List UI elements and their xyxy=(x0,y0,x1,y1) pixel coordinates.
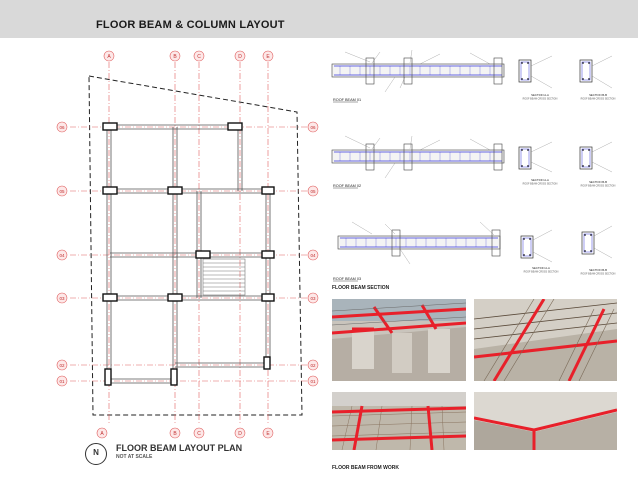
beam-lines xyxy=(106,124,271,384)
grid-number: 06 xyxy=(310,125,316,130)
photo-section-heading: FLOOR BEAM FROM WORK xyxy=(332,465,399,471)
site-photo-3 xyxy=(332,392,466,450)
grid-number: 06 xyxy=(59,125,65,130)
grid-number: 02 xyxy=(59,363,65,368)
grid-number: 05 xyxy=(310,189,316,194)
section-caption: ROOF BEAM CROSS SECTION xyxy=(581,185,616,188)
section-caption: ROOF BEAM CROSS SECTION xyxy=(581,273,616,276)
cross-sections-3: SECTION A-A ROOF BEAM CROSS SECTION SECT… xyxy=(520,225,616,276)
grid-number: 03 xyxy=(310,296,316,301)
section-title: SECTION B-B xyxy=(589,268,607,272)
grid-letter: C xyxy=(197,54,201,60)
grid-number: 01 xyxy=(59,379,65,384)
site-photo-2 xyxy=(474,299,617,381)
staircase xyxy=(202,258,246,296)
section-caption: ROOF BEAM CROSS SECTION xyxy=(524,271,559,274)
beam-elevation-1: ROOF BEAM 01 xyxy=(331,49,505,103)
north-arrow-icon: N xyxy=(85,443,107,465)
grid-letter: B xyxy=(173,54,177,60)
section-title: SECTION A-A xyxy=(531,93,549,97)
title-bar xyxy=(0,0,638,38)
beam-label: ROOF BEAM 01 xyxy=(333,98,361,102)
grid-number: 01 xyxy=(310,379,316,384)
section-title: SECTION A-A xyxy=(532,266,550,270)
grid-letter: D xyxy=(238,54,242,60)
page-title: FLOOR BEAM & COLUMN LAYOUT xyxy=(96,19,285,31)
section-caption: ROOF BEAM CROSS SECTION xyxy=(523,183,558,186)
beam-elevation-2: ROOF BEAM 02 xyxy=(331,135,505,189)
plan-subtitle: NOT AT SCALE xyxy=(116,454,153,460)
grid-letter: A xyxy=(107,54,111,60)
beam-elevation-3: ROOF BEAM 03 xyxy=(333,221,501,282)
site-photo-4 xyxy=(474,392,617,450)
cross-sections-1: SECTION A-A ROOF BEAM CROSS SECTION SECT… xyxy=(518,55,616,101)
grid-number: 04 xyxy=(59,253,65,258)
beam-label: ROOF BEAM 03 xyxy=(333,277,361,281)
grid-bubbles-right: 06 05 04 03 02 01 xyxy=(307,121,319,387)
north-label: N xyxy=(93,448,99,457)
grid-letter: E xyxy=(266,431,270,437)
grid-letter: B xyxy=(173,431,177,437)
section-title: SECTION B-B xyxy=(589,93,607,97)
plot-boundary xyxy=(88,75,303,416)
columns xyxy=(102,122,275,386)
section-title: SECTION B-B xyxy=(589,180,607,184)
grid-bubbles-top: A B C D E xyxy=(103,50,274,62)
beam-section-heading: FLOOR BEAM SECTION xyxy=(332,285,390,291)
grid-number: 02 xyxy=(310,363,316,368)
grid-letter: E xyxy=(266,54,270,60)
section-caption: ROOF BEAM CROSS SECTION xyxy=(581,98,616,101)
grid-number: 05 xyxy=(59,189,65,194)
section-title: SECTION A-A xyxy=(531,178,549,182)
grid-bubbles-left: 06 05 04 03 02 01 xyxy=(56,121,68,387)
section-caption: ROOF BEAM CROSS SECTION xyxy=(523,98,558,101)
plan-title: FLOOR BEAM LAYOUT PLAN xyxy=(116,443,243,453)
cross-sections-2: SECTION A-A ROOF BEAM CROSS SECTION SECT… xyxy=(518,141,616,188)
grid-bubbles-bottom: A B C D E xyxy=(96,427,274,439)
grid-number: 03 xyxy=(59,296,65,301)
beam-label: ROOF BEAM 02 xyxy=(333,184,361,188)
grid-number: 04 xyxy=(310,253,316,258)
site-photo-1 xyxy=(332,299,466,381)
grid-letter: D xyxy=(238,431,242,437)
grid-letter: C xyxy=(197,431,201,437)
grid-letter: A xyxy=(100,431,104,437)
